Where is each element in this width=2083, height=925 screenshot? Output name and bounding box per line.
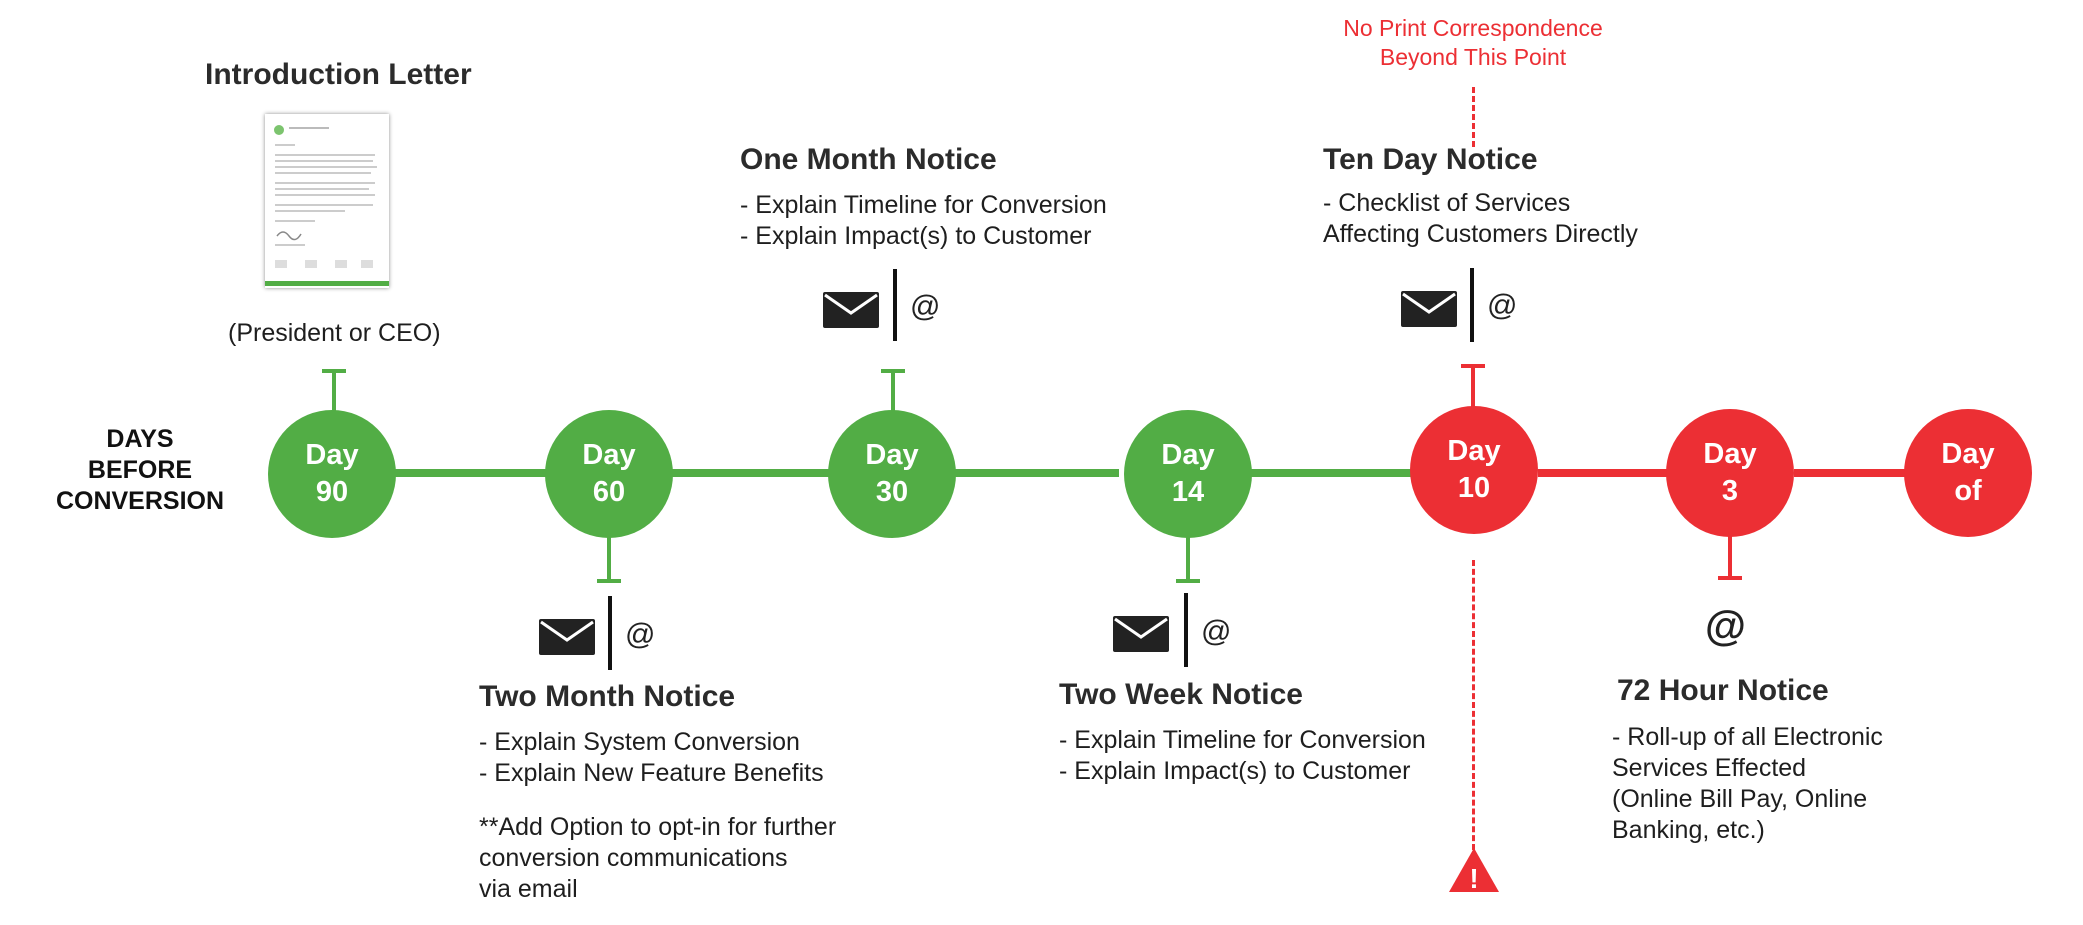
letter-thumbnail — [265, 114, 389, 288]
one-month-notice-item: - Explain Timeline for Conversion — [740, 191, 1107, 219]
cutoff-dashed-line — [1472, 87, 1475, 147]
node-label: Day — [1941, 438, 1995, 470]
email-icon: @ — [1487, 289, 1518, 322]
node-label: Day — [582, 439, 636, 471]
envelope-icon — [823, 292, 879, 328]
ten-day-notice-title: Ten Day Notice — [1323, 143, 1538, 176]
ten-day-notice-item: - Checklist of Services — [1323, 189, 1571, 217]
email-icon: @ — [625, 618, 656, 651]
connector-cap — [322, 369, 346, 373]
two-week-notice-title: Two Week Notice — [1059, 678, 1303, 711]
two-month-notice-note: via email — [479, 875, 578, 903]
letter-content-icon — [265, 125, 389, 286]
timeline-segment — [1538, 469, 1672, 477]
node-value: 14 — [1171, 476, 1205, 508]
two-month-notice-item: - Explain System Conversion — [479, 728, 800, 756]
node-value: of — [1954, 475, 1982, 507]
two-week-notice-item: - Explain Timeline for Conversion — [1059, 726, 1426, 754]
node-value: 90 — [315, 476, 349, 508]
node-label: Day — [1447, 435, 1501, 467]
envelope-icon — [1113, 616, 1169, 652]
node-value: 60 — [592, 476, 626, 508]
hour72-notice-item: - Roll-up of all Electronic — [1612, 723, 1883, 751]
timeline-node-day-90: Day 90 — [268, 410, 396, 538]
two-month-notice-title: Two Month Notice — [479, 680, 736, 713]
email-icon: @ — [1201, 615, 1232, 648]
connector-cap — [1718, 576, 1742, 580]
one-month-notice-item: - Explain Impact(s) to Customer — [740, 222, 1092, 250]
cutoff-label: No Print Correspondence Beyond This Poin… — [1270, 14, 1676, 72]
timeline-segment — [1251, 469, 1415, 477]
axis-label-line: CONVERSION — [55, 487, 225, 515]
node-label: Day — [1703, 438, 1757, 470]
two-month-notice-item: - Explain New Feature Benefits — [479, 759, 824, 787]
timeline-segment — [1794, 469, 1914, 477]
node-label: Day — [305, 439, 359, 471]
two-month-notice-note: **Add Option to opt-in for further — [479, 813, 837, 841]
cutoff-dashed-line — [1472, 560, 1475, 850]
connector-cap — [1461, 364, 1485, 368]
connector-stem — [1728, 536, 1732, 578]
channel-divider — [608, 596, 612, 670]
timeline-node-day-3: Day 3 — [1666, 409, 1794, 537]
connector-stem — [607, 537, 611, 581]
warning-icon: ! — [1449, 848, 1499, 894]
timeline-node-day-30: Day 30 — [828, 410, 956, 538]
hour72-notice-title: 72 Hour Notice — [1617, 674, 1829, 707]
intro-letter-caption: (President or CEO) — [228, 319, 441, 347]
connector-stem — [891, 371, 895, 411]
one-month-notice-title: One Month Notice — [740, 143, 997, 176]
two-week-notice-item: - Explain Impact(s) to Customer — [1059, 757, 1411, 785]
cutoff-label-line: No Print Correspondence — [1343, 15, 1603, 41]
timeline-segment — [395, 469, 557, 477]
node-value: 3 — [1721, 475, 1739, 507]
hour72-notice-item: (Online Bill Pay, Online — [1612, 785, 1868, 813]
connector-stem — [1471, 366, 1475, 408]
email-icon: @ — [1705, 602, 1746, 649]
channel-divider — [893, 269, 897, 341]
timeline-segment — [955, 469, 1119, 477]
axis-label-line: BEFORE — [87, 456, 193, 484]
node-label: Day — [1161, 439, 1215, 471]
hour72-notice-item: Banking, etc.) — [1612, 816, 1765, 844]
intro-letter-title: Introduction Letter — [205, 58, 472, 91]
node-value: 10 — [1457, 472, 1491, 504]
channel-divider — [1470, 268, 1474, 342]
timeline-node-day-of: Day of — [1904, 409, 2032, 537]
connector-cap — [881, 369, 905, 373]
node-value: 30 — [875, 476, 909, 508]
hour72-notice-item: Services Effected — [1612, 754, 1807, 782]
cutoff-label-line: Beyond This Point — [1379, 44, 1567, 70]
ten-day-notice-item: Affecting Customers Directly — [1323, 220, 1638, 248]
connector-stem — [332, 371, 336, 411]
connector-cap — [1176, 579, 1200, 583]
axis-label: DAYS BEFORE CONVERSION — [40, 424, 240, 517]
two-month-notice-note: conversion communications — [479, 844, 788, 872]
connector-stem — [1186, 537, 1190, 581]
warning-symbol: ! — [1469, 863, 1478, 894]
envelope-icon — [539, 619, 595, 655]
timeline-node-day-10: Day 10 — [1410, 406, 1538, 534]
node-label: Day — [865, 439, 919, 471]
timeline-node-day-14: Day 14 — [1124, 410, 1252, 538]
connector-cap — [597, 579, 621, 583]
email-icon: @ — [910, 290, 941, 323]
channel-divider — [1184, 593, 1188, 667]
timeline-segment — [672, 469, 838, 477]
timeline-node-day-60: Day 60 — [545, 410, 673, 538]
envelope-icon — [1401, 291, 1457, 327]
axis-label-line: DAYS — [106, 425, 174, 453]
